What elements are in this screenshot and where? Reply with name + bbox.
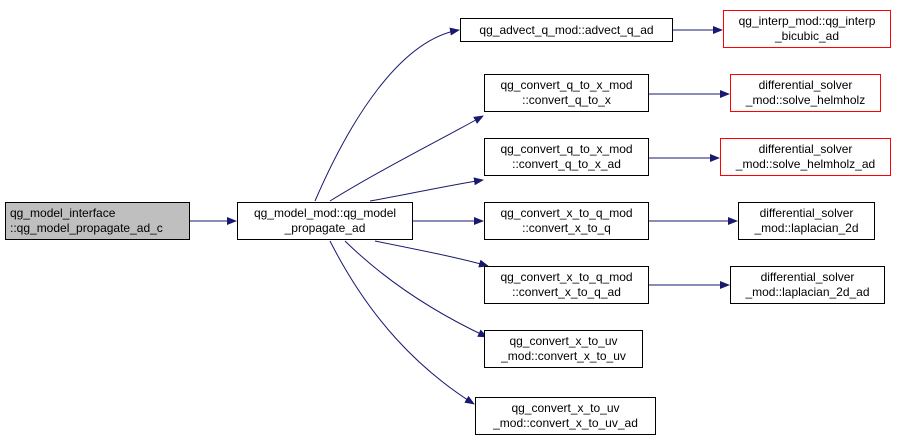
node-convert-q-to-x-ad[interactable]: qg_convert_q_to_x_mod ::convert_q_to_x_a… bbox=[484, 138, 649, 176]
node-convert-x-to-q-ad[interactable]: qg_convert_x_to_q_mod ::convert_x_to_q_a… bbox=[484, 266, 649, 304]
node-label-line2: ::convert_x_to_q bbox=[522, 221, 611, 235]
node-label-line2: ::convert_x_to_q_ad bbox=[512, 285, 621, 299]
node-label-line2: _mod::convert_x_to_uv bbox=[501, 349, 626, 363]
edge-propagate-to-cq2x bbox=[329, 115, 484, 202]
node-qg-model-propagate-ad[interactable]: qg_model_mod::qg_model _propagate_ad bbox=[237, 202, 413, 240]
edge-propagate-to-cx2uvad bbox=[329, 240, 475, 405]
node-label-line1: qg_model_interface bbox=[10, 206, 116, 220]
node-label-line1: qg_model_mod::qg_model bbox=[253, 206, 397, 220]
node-convert-x-to-q[interactable]: qg_convert_x_to_q_mod ::convert_x_to_q bbox=[484, 202, 649, 240]
node-label-line2: _mod::laplacian_2d bbox=[754, 221, 859, 235]
node-label-line1: qg_convert_q_to_x_mod bbox=[500, 142, 633, 156]
node-convert-x-to-uv-ad[interactable]: qg_convert_x_to_uv _mod::convert_x_to_uv… bbox=[475, 397, 656, 435]
node-solve-helmholz[interactable]: differential_solver _mod::solve_helmholz bbox=[730, 74, 881, 112]
node-label-line2: ::convert_q_to_x_ad bbox=[512, 157, 621, 171]
node-label-line2: _bicubic_ad bbox=[774, 29, 840, 43]
node-label-line1: differential_solver bbox=[760, 270, 855, 284]
node-label-line1: qg_interp_mod::qg_interp bbox=[738, 14, 876, 28]
node-label-line1: differential_solver bbox=[758, 78, 853, 92]
node-label-line1: qg_convert_x_to_uv bbox=[511, 401, 620, 415]
node-qg-interp-bicubic-ad[interactable]: qg_interp_mod::qg_interp _bicubic_ad bbox=[723, 10, 891, 48]
edge-propagate-to-cq2xad bbox=[369, 177, 484, 202]
node-label-line1: differential_solver bbox=[758, 142, 853, 156]
node-label-line1: qg_convert_x_to_uv bbox=[509, 334, 618, 348]
edge-propagate-to-cx2uv bbox=[344, 240, 488, 338]
node-label-line1: qg_advect_q_mod::advect_q_ad bbox=[479, 22, 654, 37]
node-qg-model-propagate-ad-c[interactable]: qg_model_interface ::qg_model_propagate_… bbox=[5, 202, 190, 240]
node-solve-helmholz-ad[interactable]: differential_solver _mod::solve_helmholz… bbox=[720, 138, 891, 176]
node-label-line2: _mod::convert_x_to_uv_ad bbox=[493, 416, 638, 430]
node-label-line1: differential_solver bbox=[759, 206, 854, 220]
edge-propagate-to-cx2qad bbox=[374, 240, 489, 268]
edge-propagate-to-advect bbox=[314, 27, 460, 202]
node-label-line2: _mod::solve_helmholz bbox=[745, 93, 866, 107]
node-label-line1: qg_convert_x_to_q_mod bbox=[500, 270, 633, 284]
node-label-line2: _mod::solve_helmholz_ad bbox=[735, 157, 876, 171]
node-label-line2: _mod::laplacian_2d_ad bbox=[745, 285, 870, 299]
node-label-line2: ::qg_model_propagate_ad_c bbox=[10, 221, 163, 235]
node-label-line2: ::convert_q_to_x bbox=[522, 93, 611, 107]
node-laplacian-2d-ad[interactable]: differential_solver _mod::laplacian_2d_a… bbox=[730, 266, 885, 304]
node-label-line1: qg_convert_x_to_q_mod bbox=[500, 206, 633, 220]
node-laplacian-2d[interactable]: differential_solver _mod::laplacian_2d bbox=[738, 202, 875, 240]
node-convert-x-to-uv[interactable]: qg_convert_x_to_uv _mod::convert_x_to_uv bbox=[484, 330, 643, 368]
node-label-line1: qg_convert_q_to_x_mod bbox=[500, 78, 633, 92]
node-advect-q-ad[interactable]: qg_advect_q_mod::advect_q_ad bbox=[460, 18, 673, 42]
node-convert-q-to-x[interactable]: qg_convert_q_to_x_mod ::convert_q_to_x bbox=[484, 74, 649, 112]
node-label-line2: _propagate_ad bbox=[284, 221, 366, 235]
